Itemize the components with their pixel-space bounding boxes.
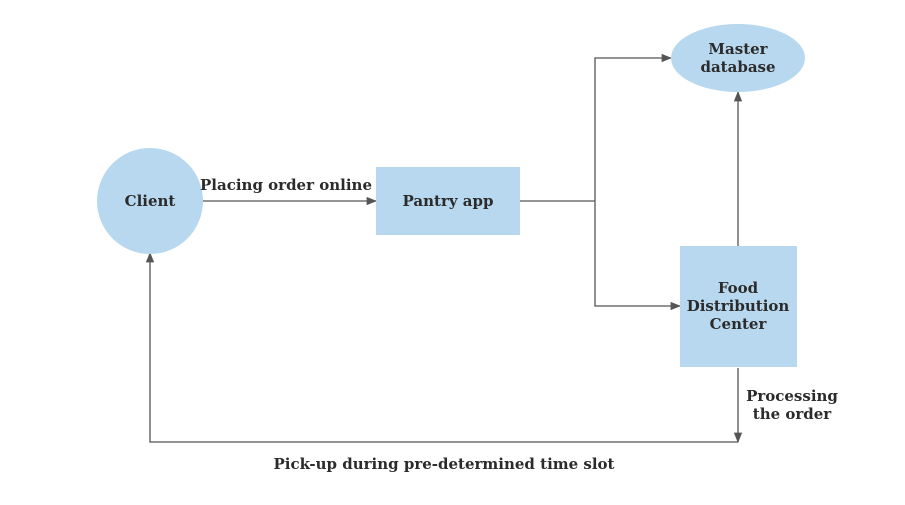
edge-label-processing-line-1: Processing xyxy=(746,387,838,405)
client-label: Client xyxy=(125,192,176,210)
connectors xyxy=(145,53,743,444)
master-database-label-line-2: database xyxy=(700,58,775,76)
arrow-junction-to-food-distribution-center xyxy=(594,201,682,311)
pantry-app-box xyxy=(376,167,520,235)
master-database-ellipse xyxy=(671,24,805,92)
edge-label-pickup: Pick-up during pre-determined time slot xyxy=(274,455,615,473)
food-distribution-center-label-line-1: Food xyxy=(718,279,759,297)
food-distribution-center-label-line-2: Distribution xyxy=(687,297,790,315)
master-database-label-line-1: Master xyxy=(708,40,768,58)
node-food-distribution-center: Food Distribution Center xyxy=(680,246,797,367)
node-master-database: Master database xyxy=(671,24,805,92)
food-distribution-center-label-line-3: Center xyxy=(710,315,768,333)
node-client: Client xyxy=(97,148,203,254)
arrow-pickup-to-client xyxy=(145,251,738,443)
edge-label-processing-line-2: the order xyxy=(753,405,833,423)
arrow-junction-to-master-database xyxy=(594,53,673,201)
pantry-app-label: Pantry app xyxy=(403,192,494,210)
node-pantry-app: Pantry app xyxy=(376,167,520,235)
food-distribution-center-box xyxy=(680,246,797,367)
edge-label-placing-order: Placing order online xyxy=(200,176,372,194)
client-circle xyxy=(97,148,203,254)
